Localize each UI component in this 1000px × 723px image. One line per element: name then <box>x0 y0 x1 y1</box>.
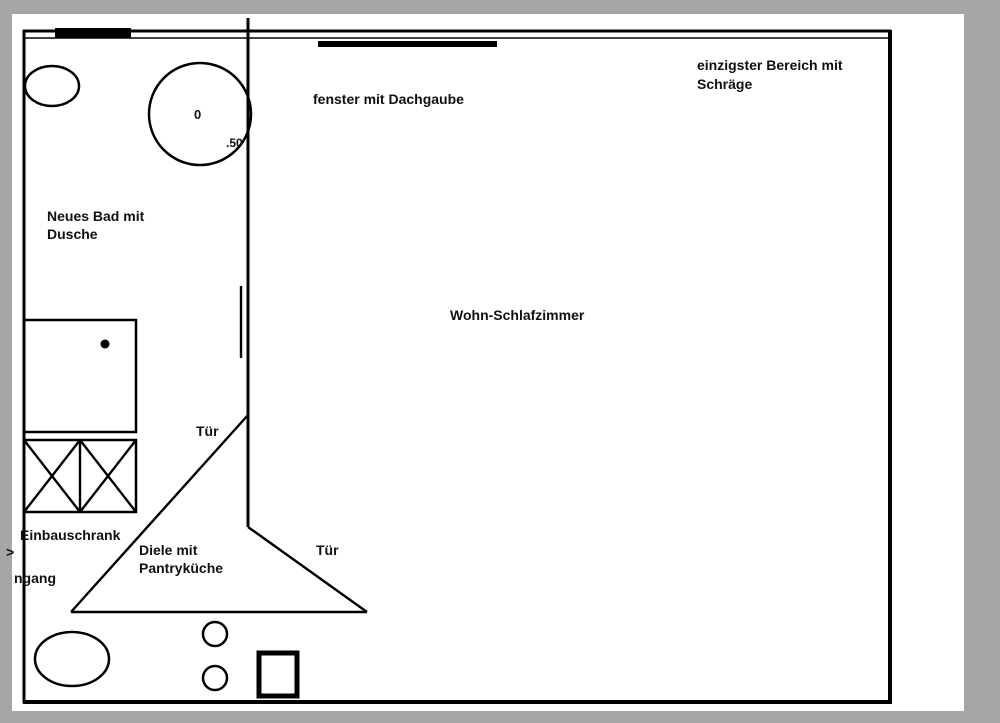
shower-circle <box>147 61 253 167</box>
vanity-dot <box>100 339 110 349</box>
label-hall-line2: Pantryküche <box>139 560 223 576</box>
label-slope-line1: einzigster Bereich mit <box>697 57 843 73</box>
label-bath-line1: Neues Bad mit <box>47 208 145 224</box>
label-hall-line1: Diele mit <box>139 542 198 558</box>
sink-ellipse <box>23 64 81 108</box>
label-door-upper: Tür <box>196 423 219 439</box>
label-entrance-partial: ngang <box>14 570 56 586</box>
closet-x-right-2 <box>79 439 137 513</box>
entrance-arrow-icon: > <box>6 544 14 560</box>
label-room-main: Wohn-Schlafzimmer <box>450 307 585 323</box>
label-door-lower: Tür <box>316 542 339 558</box>
bathtub-ellipse <box>33 630 111 688</box>
label-bath-line2: Dusche <box>47 226 98 242</box>
window-bar-dormer <box>318 41 497 47</box>
label-dim-fifty: .50 <box>226 136 243 150</box>
door-swing-upper <box>70 414 249 613</box>
label-closet: Einbauschrank <box>20 527 121 543</box>
window-bar-bath <box>55 28 131 38</box>
fixture-circle-top <box>201 620 229 648</box>
vanity-rect <box>22 318 138 434</box>
label-dim-zero: 0 <box>194 107 201 122</box>
fixture-circle-bottom <box>201 664 229 692</box>
paper-sheet <box>12 14 964 711</box>
label-slope-line2: Schräge <box>697 76 752 92</box>
shaft-square <box>256 650 300 699</box>
door-swing-lower <box>247 526 368 613</box>
label-window-dormer: fenster mit Dachgaube <box>313 91 464 107</box>
closet-x-left-2 <box>23 439 81 513</box>
